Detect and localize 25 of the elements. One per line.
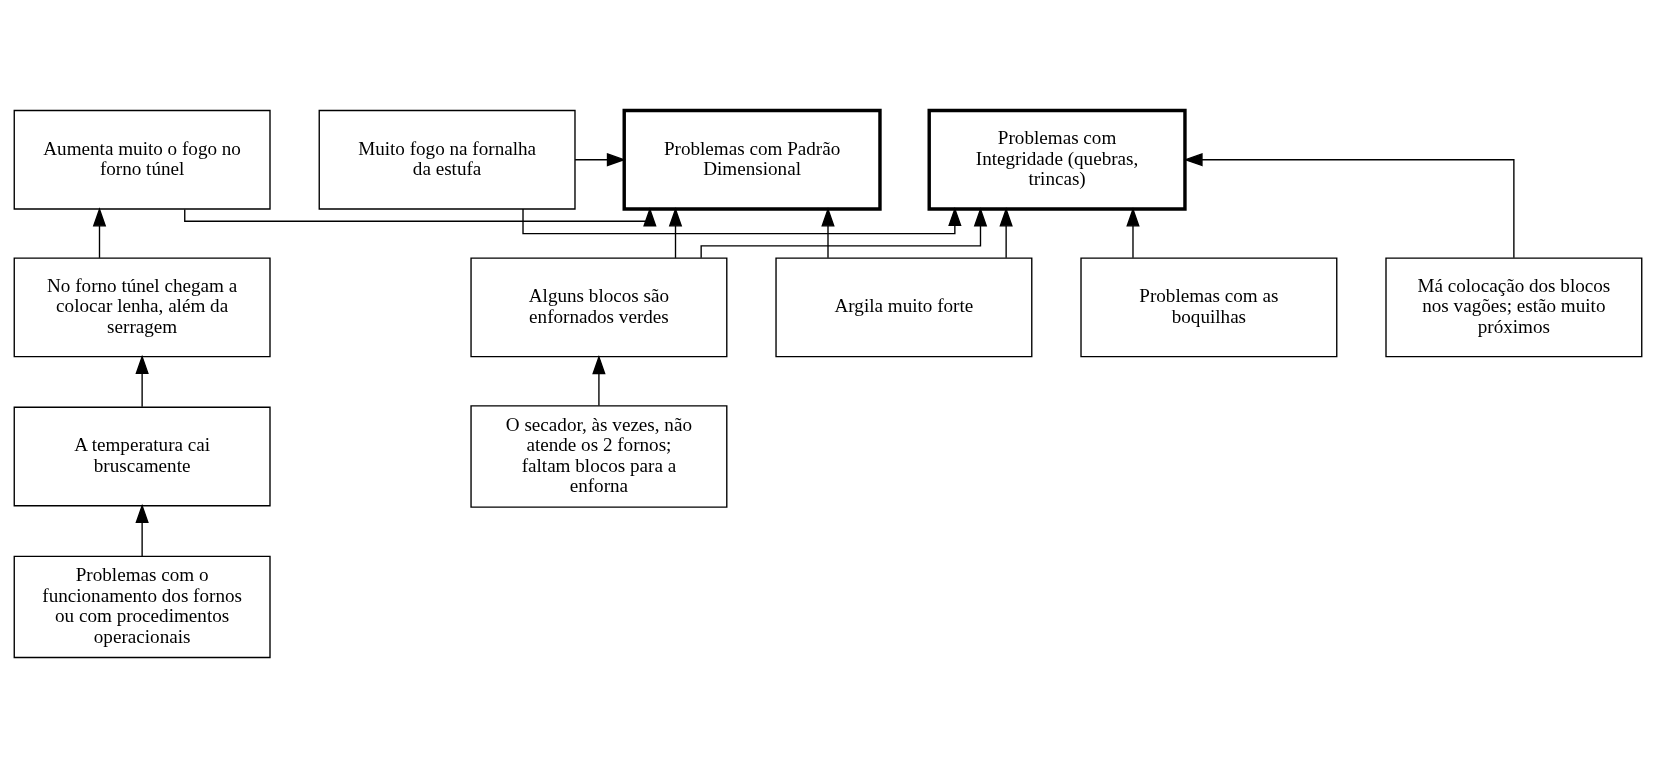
arrow (135, 354, 149, 408)
node-box: Aumenta muito o fogo no forno túnel (13, 109, 271, 210)
arrow (574, 152, 626, 166)
node-box: A temperatura cai bruscamente (13, 406, 271, 506)
node-box: Argila muito forte (775, 257, 1033, 357)
arrow (92, 206, 107, 258)
node-box: No forno túnel chegam a colocar lenha, além da serragem (13, 257, 271, 357)
arrow (700, 206, 988, 258)
arrow (522, 206, 962, 234)
node-box: Problemas com Integridade (quebras, trincas) (927, 108, 1187, 211)
node-box: Alguns blocos são enfornados verdes (470, 257, 728, 357)
arrow (999, 206, 1013, 258)
arrow (592, 354, 606, 406)
arrow (1183, 152, 1515, 258)
arrow (184, 206, 657, 226)
node-box: Problemas com Padrão Dimensional (622, 108, 882, 211)
arrow (821, 206, 835, 258)
node-box: Má colocação dos blocos nos vagões; estão muito próximos (1385, 257, 1643, 357)
node-box: Problemas com o funcionamento dos fornos ou com procedimentos operacionais (13, 555, 271, 658)
arrow (668, 206, 683, 258)
node-box: O secador, às vezes, não atende os 2 fornos; faltam blocos para a enforna (470, 404, 728, 508)
arrow (135, 503, 149, 557)
node-box: Muito fogo na fornalha da estufa (318, 109, 576, 210)
node-box: Problemas com as boquilhas (1080, 257, 1338, 357)
arrow (1126, 206, 1140, 258)
